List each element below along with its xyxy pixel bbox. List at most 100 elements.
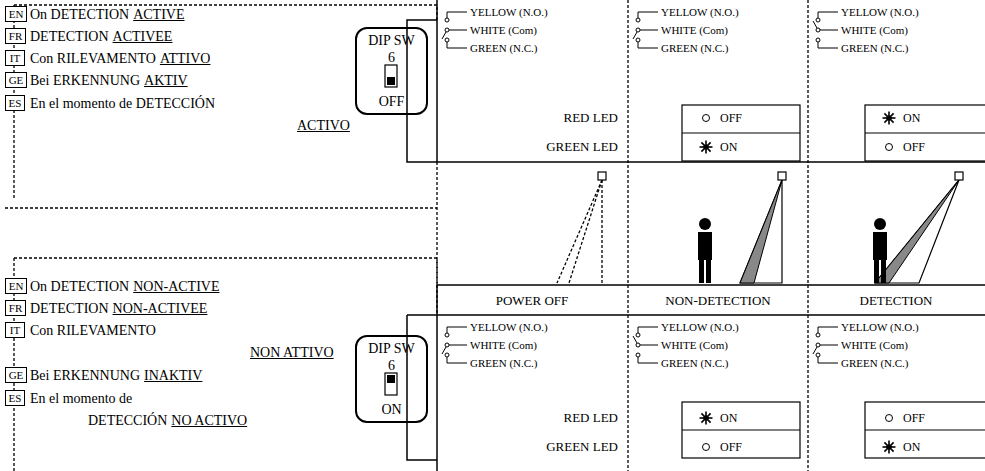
led-off-icon [703,444,710,451]
label-text: OFF [720,112,742,125]
label-text: WHITE (Com) [661,24,728,36]
language-code: FR [9,30,22,42]
language-code-box: EN [5,278,27,294]
led-on-icon [700,141,713,154]
switch-label: 6 [357,358,426,373]
label-text: OFF [720,441,742,454]
label-text: ACTIVO [297,118,350,133]
led-box [865,105,985,161]
label-text: Con RILEVAMENTO [30,51,156,66]
label-text: POWER OFF [496,294,569,308]
sensor-unit [955,172,963,180]
label-text: NON-DETECTION [665,294,770,308]
language-code: ES [9,392,22,404]
language-code: EN [9,8,24,20]
dip-switch-box: DIP SW 6ON [355,335,428,423]
label-text: NO ACTIVO [171,413,247,428]
table-frame [437,284,985,286]
sensor-beam [875,180,959,283]
label-text: ON [720,141,737,154]
person-figure [873,218,887,283]
switch-label: 6 [357,50,426,65]
label-text: On DETECTION [30,279,129,294]
label-text: GREEN (N.C.) [661,42,729,54]
label-text: Con RILEVAMENTO [30,323,156,338]
led-box [865,402,985,458]
language-code-box: ES [5,390,25,406]
language-code-box: EN [5,6,27,22]
language-code-box: ES [5,95,25,111]
label-text: WHITE (Com) [661,339,728,351]
led-off-icon [886,144,893,151]
label-text: YELLOW (N.O.) [841,321,919,333]
label-text: RED LED [563,411,618,425]
table-frame [436,0,438,162]
language-code-box: FR [5,28,26,44]
language-code: GE [9,369,24,381]
relay-contact [442,327,467,363]
column-divider [628,0,808,471]
label-text: NON ATTIVO [250,345,334,360]
label-text: ACTIVE [133,7,184,22]
label-text: GREEN (N.C.) [841,357,909,369]
language-code: IT [10,52,20,64]
language-code-box: IT [5,50,25,66]
label-text: GREEN (N.C.) [841,42,909,54]
led-box [682,430,800,431]
label-text: Bei ERKENNUNG [30,368,140,383]
sensor-beam [740,180,782,283]
language-code-box: GE [5,72,27,88]
switch-label: ON [357,402,426,417]
led-on-icon [700,412,713,425]
led-box [865,430,985,431]
language-code: ES [9,97,22,109]
label-text: YELLOW (N.O.) [470,321,548,333]
label-text: RED LED [563,111,618,125]
led-box [682,105,800,161]
label-text: ATTIVO [160,51,211,66]
label-text: On DETECTION [30,7,129,22]
label-text: DETECTION [860,294,933,308]
relay-contact [813,327,838,363]
label-text: NON-ACTIVEE [113,301,208,316]
label-text: AKTIV [144,73,188,88]
label-text: YELLOW (N.O.) [841,6,919,18]
label-text: DETECCIÓN [88,413,167,428]
label-text: YELLOW (N.O.) [661,321,739,333]
language-code: GE [9,74,24,86]
led-box [682,402,800,458]
label-text: ON [903,441,920,454]
sensor-unit [598,172,606,180]
switch-label: DIP SW [357,33,426,48]
relay-contact [633,12,658,48]
label-text: GREEN (N.C.) [470,42,538,54]
led-box [682,133,800,134]
led-on-icon [883,441,896,454]
person-figure [698,218,712,283]
label-text: ON [903,112,920,125]
language-code-box: FR [5,300,26,316]
label-text: ON [720,412,737,425]
relay-contact [813,12,838,48]
label-text: WHITE (Com) [470,24,537,36]
table-frame [407,20,985,162]
label-text: En el momento de [30,391,132,406]
language-code-box: IT [5,322,25,338]
label-text: Bei ERKENNUNG [30,73,140,88]
label-text: GREEN (N.C.) [470,357,538,369]
label-text: OFF [903,412,925,425]
relay-contact [633,327,658,363]
relay-contact [442,12,467,48]
language-code: IT [10,324,20,336]
led-on-icon [883,112,896,125]
led-off-icon [886,415,893,422]
label-text: ACTIVEE [113,29,173,44]
led-off-icon [703,115,710,122]
label-text: GREEN (N.C.) [661,357,729,369]
led-box [865,133,985,134]
language-code: EN [9,280,24,292]
label-text: DETECTION [30,301,109,316]
dip-switch-icon [385,373,397,395]
switch-label: DIP SW [357,341,426,356]
